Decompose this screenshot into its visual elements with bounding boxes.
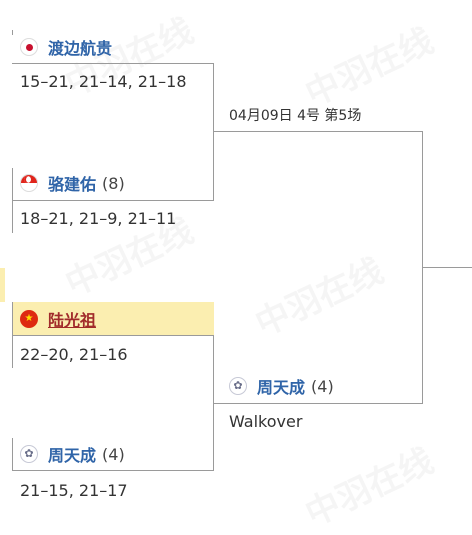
bracket-player-3: ★ 陆光祖 bbox=[20, 304, 96, 334]
watermark: 中羽在线 bbox=[246, 244, 390, 346]
bracket-line bbox=[213, 131, 423, 132]
player-name-link[interactable]: 骆建佑 bbox=[48, 175, 97, 194]
jp-flag-icon bbox=[20, 38, 38, 56]
bracket-player-2: 骆建佑 (8) bbox=[20, 168, 125, 198]
player-name-link[interactable]: 周天成 bbox=[48, 446, 97, 465]
bracket-line bbox=[12, 63, 214, 64]
bracket-line bbox=[12, 168, 13, 201]
match-schedule-info: 04月09日 4号 第5场 bbox=[229, 108, 362, 124]
watermark: 中羽在线 bbox=[296, 14, 440, 116]
bracket-line bbox=[12, 335, 13, 368]
bracket-line bbox=[12, 335, 214, 336]
bracket-line bbox=[422, 267, 472, 268]
player-name-link[interactable]: 周天成 bbox=[257, 378, 306, 397]
bracket-line bbox=[12, 302, 13, 335]
sg-flag-icon bbox=[20, 174, 38, 192]
tpe-flag-icon: ✿ bbox=[20, 445, 38, 463]
cn-flag-icon: ★ bbox=[20, 310, 38, 328]
seed-label: (4) bbox=[102, 444, 125, 464]
bracket-player-1: 渡边航贵 bbox=[20, 32, 112, 62]
bracket-player-4: ✿ 周天成 (4) bbox=[20, 439, 125, 469]
player-name-link[interactable]: 渡边航贵 bbox=[48, 39, 113, 58]
player-name-link[interactable]: 陆光祖 bbox=[48, 311, 97, 330]
bracket-winner: ✿ 周天成 (4) bbox=[229, 371, 334, 401]
match-score: 22–20, 21–16 bbox=[20, 345, 128, 364]
bracket-line bbox=[12, 30, 13, 35]
bracket-line bbox=[12, 200, 214, 201]
highlight-row bbox=[12, 302, 214, 335]
watermark: 中羽在线 bbox=[296, 434, 440, 535]
match-score: 21–15, 21–17 bbox=[20, 481, 128, 500]
bracket-line bbox=[12, 470, 214, 471]
bracket-line bbox=[12, 438, 13, 471]
match-score: 15–21, 21–14, 21–18 bbox=[20, 72, 187, 91]
seed-label: (4) bbox=[311, 376, 334, 396]
highlight-left-edge bbox=[0, 268, 5, 302]
bracket-line bbox=[213, 63, 214, 201]
bracket-line bbox=[213, 403, 423, 404]
match-score: 18–21, 21–9, 21–11 bbox=[20, 209, 177, 228]
seed-label: (8) bbox=[102, 173, 125, 193]
tpe-flag-icon: ✿ bbox=[229, 377, 247, 395]
bracket-line bbox=[12, 200, 13, 233]
match-result: Walkover bbox=[229, 412, 303, 431]
